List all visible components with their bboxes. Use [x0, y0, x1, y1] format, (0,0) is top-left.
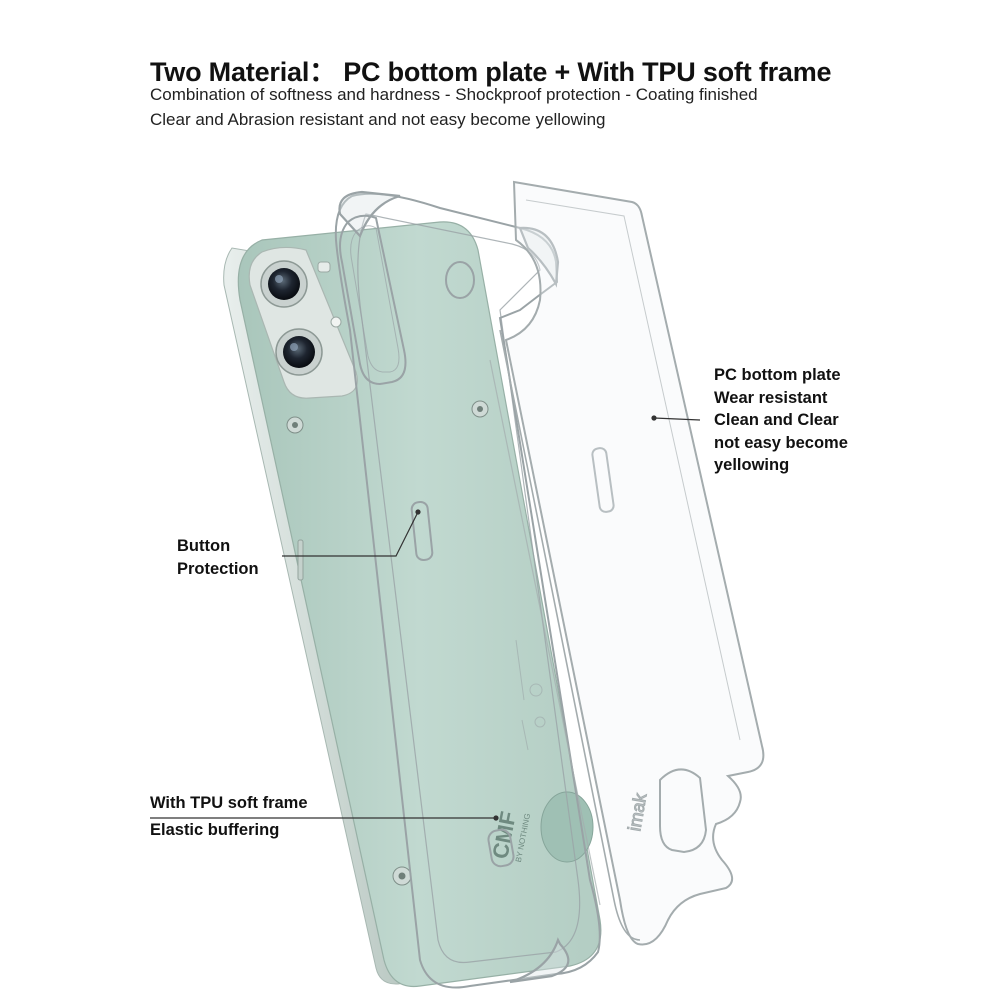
callout-lines — [150, 415, 701, 821]
screw-top-right — [471, 400, 489, 418]
tpu-button-cover — [410, 501, 434, 561]
callout-tpu-line-2: Elastic buffering — [150, 821, 280, 839]
callout-pc-plate: PC bottom plate Wear resistant Clean and… — [714, 364, 848, 477]
pc-plate: imak — [489, 180, 765, 946]
tpu-corner-top-right — [518, 226, 560, 288]
camera-lens-bottom-glass — [283, 336, 315, 368]
tpu-corner-top-left — [338, 190, 401, 239]
camera-flash — [317, 261, 331, 273]
side-button — [297, 539, 304, 581]
callout-pc-line-4: not easy become — [714, 433, 848, 452]
callout-line-button — [282, 511, 419, 557]
flash-sensor — [330, 316, 342, 328]
screw-top-left — [286, 416, 304, 434]
pc-plate-inner-edge — [525, 199, 741, 741]
callout-pc-line-2: Wear resistant — [714, 388, 828, 407]
tpu-camera-cutout — [339, 214, 407, 386]
headline: Two Material： PC bottom plate + With TPU… — [150, 57, 832, 87]
callout-pc-line-5: yellowing — [714, 456, 790, 474]
tpu-button-cover-2 — [591, 447, 615, 513]
callout-line-pc — [653, 417, 701, 421]
tpu-corner-bottom — [509, 937, 570, 984]
pc-plate-outline — [504, 180, 765, 946]
tpu-frame — [334, 190, 615, 989]
callout-pc-line-3: Clean and Clear — [714, 411, 839, 429]
callout-button-protection: Button Protection — [177, 535, 259, 580]
pc-plate-bottom-ring — [659, 768, 708, 854]
tpu-frame-inner — [357, 213, 581, 964]
accessory-disc — [540, 791, 594, 863]
tpu-markings — [515, 639, 546, 751]
tpu-frame-outer — [334, 192, 601, 989]
subheadline-line-2: Clear and Abrasion resistant and not eas… — [150, 110, 606, 129]
callout-button-line-1: Button — [177, 537, 231, 555]
callout-tpu-frame: With TPU soft frame Elastic buffering — [150, 790, 308, 844]
callout-pc-line-1: PC bottom plate — [714, 366, 841, 384]
tpu-bottom-bump — [487, 828, 515, 868]
camera-lens-top-glass — [268, 268, 300, 300]
pc-plate-left-edge — [499, 329, 641, 941]
tpu-lanyard-ring — [445, 261, 475, 299]
callout-button-line-2: Protection — [177, 559, 259, 578]
screw-bottom-left — [392, 866, 412, 886]
pc-plate-side-edge — [489, 359, 601, 906]
phone: CMF BY NOTHING — [223, 221, 602, 988]
subheadline-line-1: Combination of softness and hardness - S… — [150, 85, 758, 104]
callout-tpu-line-1: With TPU soft frame — [150, 794, 308, 812]
